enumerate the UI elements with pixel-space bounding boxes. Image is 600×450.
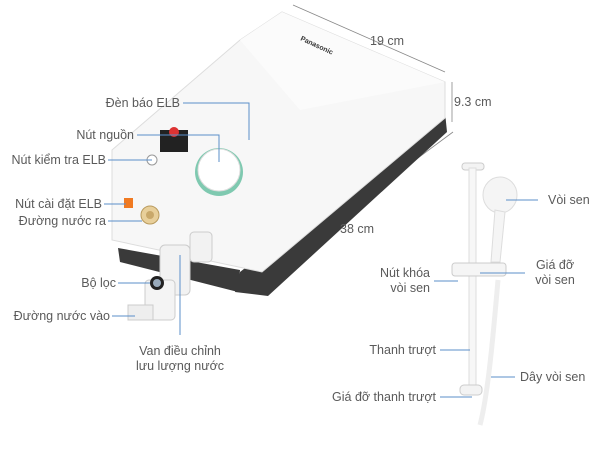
label-hose: Dây vòi sen xyxy=(520,370,586,384)
label-water-in: Đường nước vào xyxy=(13,309,110,323)
label-bar-bracket: Giá đỡ thanh trượt xyxy=(332,390,436,404)
label-flow-valve-line1: Van điều chỉnh xyxy=(139,344,221,358)
water-heater: Panasonic xyxy=(111,11,447,321)
label-holder-line1: Giá đỡ xyxy=(535,258,575,272)
label-elb-reset: Nút cài đặt ELB xyxy=(15,197,102,211)
shower-head xyxy=(482,176,518,214)
dimension-length: 38 cm xyxy=(340,222,375,236)
label-slide-bar: Thanh trượt xyxy=(369,343,436,357)
label-lock-line2: vòi sen xyxy=(390,281,430,295)
label-power-knob: Nút nguồn xyxy=(76,128,134,142)
label-filter: Bộ lọc xyxy=(81,276,116,290)
label-elb-indicator: Đèn báo ELB xyxy=(105,96,180,110)
label-lock-line1: Nút khóa xyxy=(379,266,430,280)
label-water-out: Đường nước ra xyxy=(18,214,106,228)
label-flow-valve: Van điều chỉnh lưu lượng nước xyxy=(130,344,230,374)
label-holder: Giá đỡ vòi sen xyxy=(525,258,585,288)
label-elb-test: Nút kiểm tra ELB xyxy=(11,153,106,167)
dimension-height: 9.3 cm xyxy=(454,95,492,109)
elb-reset-button[interactable] xyxy=(124,198,133,208)
label-holder-line2: vòi sen xyxy=(535,273,575,287)
leader-lines xyxy=(104,102,538,398)
dimension-width: 19 cm xyxy=(370,34,405,48)
label-shower-head: Vòi sen xyxy=(548,193,590,207)
label-flow-valve-line2: lưu lượng nước xyxy=(135,359,225,373)
label-lock: Nút khóa vòi sen xyxy=(380,266,430,296)
shower-set xyxy=(451,162,518,426)
